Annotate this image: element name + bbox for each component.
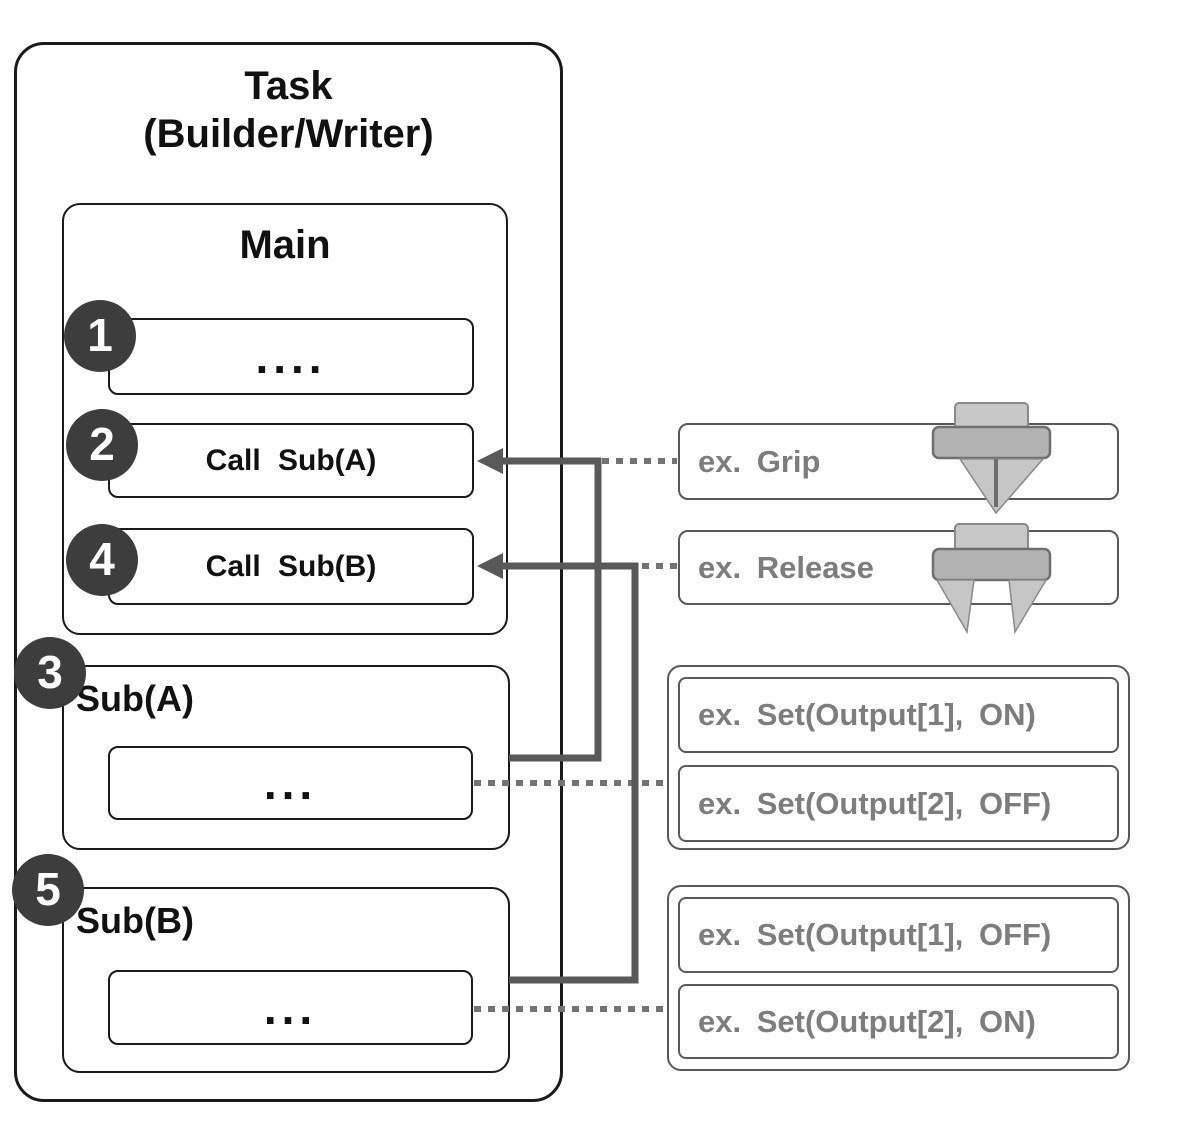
grip-label: ex. Grip bbox=[698, 443, 821, 479]
main-item-ellipsis-box: .... bbox=[108, 318, 474, 395]
sub-a-title: Sub(A) bbox=[76, 678, 194, 719]
set-output1-on-label: ex. Set(Output[1], ON) bbox=[698, 697, 1036, 732]
step-badge-2: 2 bbox=[66, 409, 138, 481]
task-title-line1: Task bbox=[244, 64, 333, 108]
release-example-box: ex. Release bbox=[678, 530, 1119, 605]
main-item-ellipsis-label: .... bbox=[255, 330, 327, 383]
sub-b-title: Sub(B) bbox=[76, 900, 194, 941]
grip-example-box: ex. Grip bbox=[678, 423, 1119, 500]
call-sub-b-label: Call Sub(B) bbox=[205, 549, 377, 583]
task-title: Task (Builder/Writer) bbox=[14, 62, 563, 158]
release-label: ex. Release bbox=[698, 549, 874, 585]
example-box-set-output1-on: ex. Set(Output[1], ON) bbox=[678, 677, 1119, 753]
step-badge-1: 1 bbox=[64, 300, 136, 372]
main-item-call-sub-b-box: Call Sub(B) bbox=[108, 528, 474, 605]
sub-a-body-ellipsis: ... bbox=[263, 757, 318, 809]
example-box-set-output1-off: ex. Set(Output[1], OFF) bbox=[678, 897, 1119, 973]
sub-b-body-ellipsis: ... bbox=[263, 981, 318, 1034]
example-box-set-output2-on: ex. Set(Output[2], ON) bbox=[678, 984, 1119, 1059]
step-badge-4: 4 bbox=[66, 524, 138, 596]
set-output2-on-label: ex. Set(Output[2], ON) bbox=[698, 1003, 1036, 1039]
step-badge-5: 5 bbox=[12, 854, 84, 926]
set-output2-off-label: ex. Set(Output[2], OFF) bbox=[698, 785, 1052, 821]
main-title: Main bbox=[239, 223, 331, 267]
call-sub-a-label: Call Sub(A) bbox=[205, 443, 377, 477]
step-badge-3: 3 bbox=[14, 637, 86, 709]
example-box-set-output2-off: ex. Set(Output[2], OFF) bbox=[678, 765, 1119, 842]
sub-a-body-box: ... bbox=[108, 746, 473, 820]
set-output1-off-label: ex. Set(Output[1], OFF) bbox=[698, 917, 1052, 952]
main-item-call-sub-a-box: Call Sub(A) bbox=[108, 423, 474, 498]
sub-b-body-box: ... bbox=[108, 970, 473, 1045]
task-title-line2: (Builder/Writer) bbox=[143, 112, 434, 156]
